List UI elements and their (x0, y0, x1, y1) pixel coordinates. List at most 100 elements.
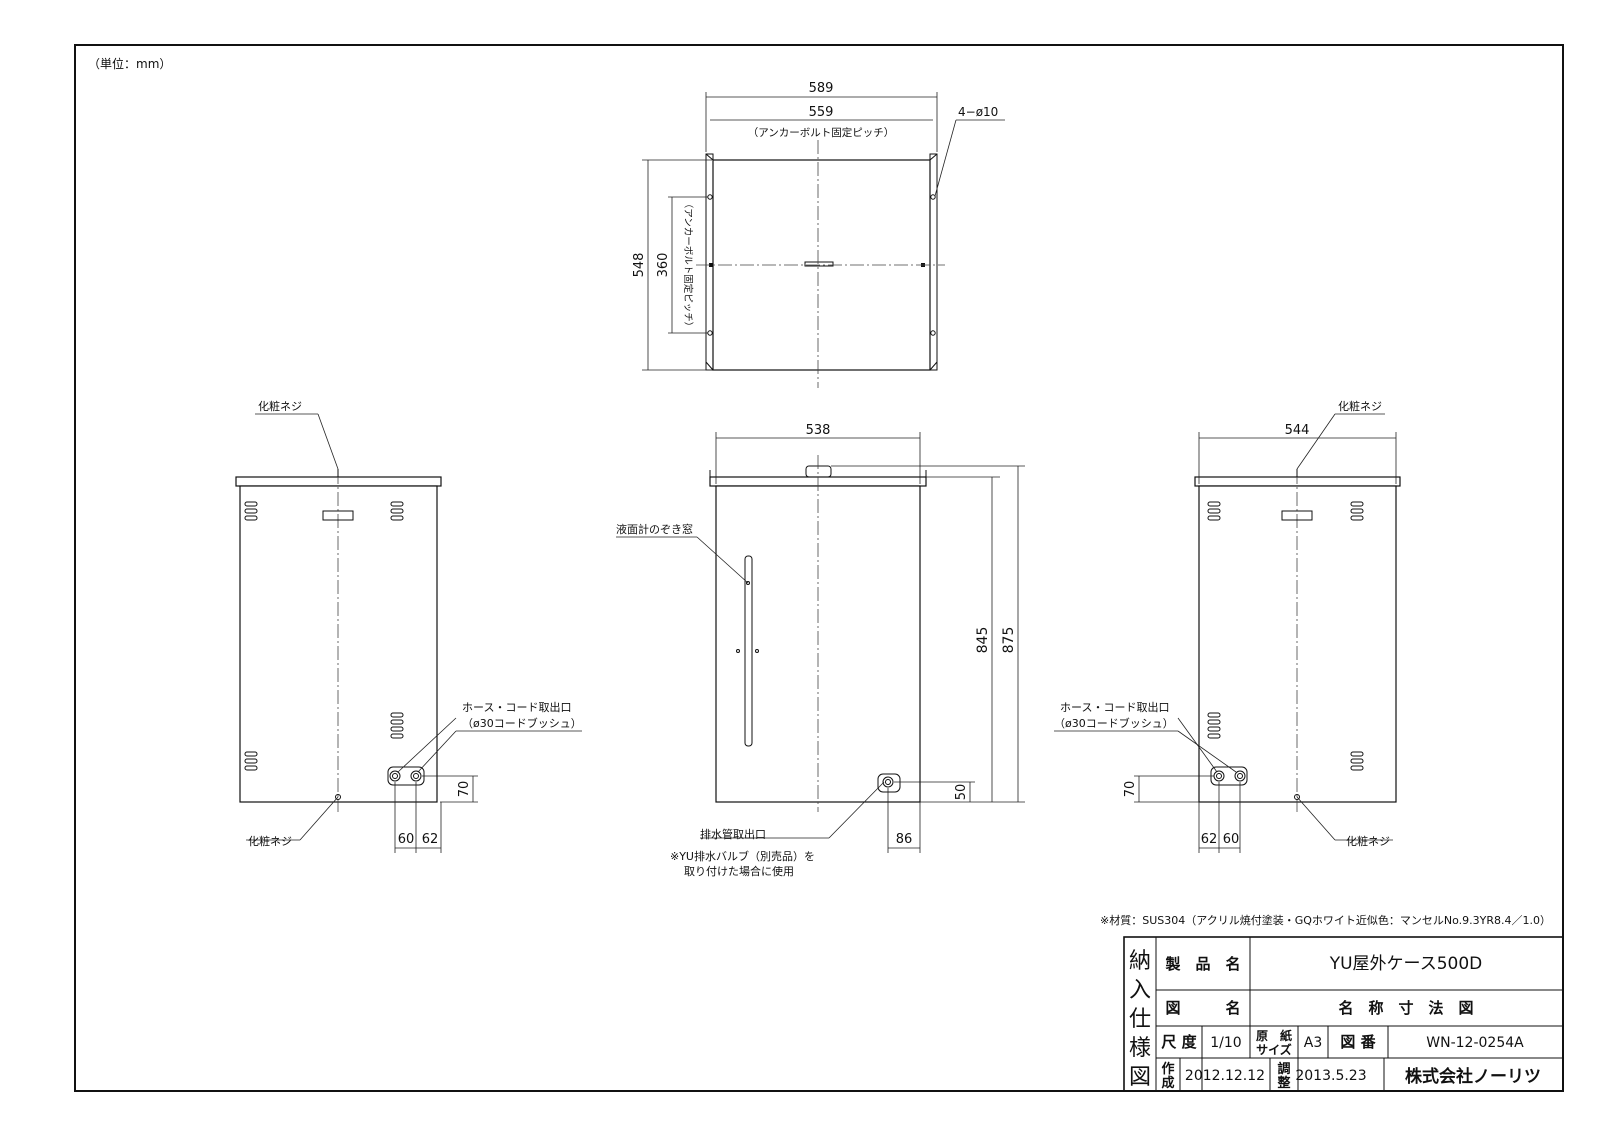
dim-538-label: 538 (806, 423, 831, 438)
drain-note-1: ※YU排水バルブ（別売品）を (670, 849, 815, 863)
right-screw-top-label: 化粧ネジ (1338, 399, 1382, 413)
title-block: 納 入 仕 様 図 製 品 名 YU屋外ケース500D 図 名 名 称 寸 法 … (1123, 936, 1564, 1092)
leader (1177, 730, 1237, 773)
title-block-frame (1123, 936, 1564, 1092)
adjusted-value: 2013.5.23 (1295, 1068, 1366, 1084)
side-char-5: 図 (1129, 1065, 1151, 1090)
right-screw-bottom-icon (1294, 794, 1300, 800)
pitch-note: （アンカーボルト固定ピッチ） (748, 126, 895, 139)
right-vents-mid-left (1207, 712, 1221, 739)
leader (828, 781, 885, 839)
right-view-body (1198, 485, 1397, 803)
drawing-value: 名 称 寸 法 図 (1338, 999, 1473, 1017)
front-view: 液面計のぞき窓 排水管取出口 ※YU排水バルブ（別売品）を 取り付けた場合に使用… (616, 423, 1025, 878)
right-dim-b: 60 (1223, 832, 1240, 847)
left-side-view: 化粧ネジ 化粧ネジ ホース・コード取出口 （ø30コードブッシュ） 70 60 … (235, 399, 582, 853)
left-outlet-sub: （ø30コードブッシュ） (462, 716, 582, 730)
right-vents-top-left (1207, 501, 1221, 521)
dim-589-label: 589 (809, 81, 834, 96)
leader (417, 730, 457, 773)
left-screw-top-label: 化粧ネジ (258, 399, 302, 413)
top-view-handle (804, 261, 834, 267)
right-outlet-label: ホース・コード取出口 (1060, 700, 1169, 714)
anchor-hole (930, 330, 936, 336)
leader (317, 413, 339, 470)
right-vents-top-right (1350, 501, 1364, 521)
leader (397, 717, 457, 773)
anchor-hole (707, 194, 713, 200)
right-dim-70: 70 (1123, 781, 1138, 798)
side-char-2: 入 (1129, 978, 1151, 1003)
top-view-right-flange (929, 153, 938, 371)
adjusted-label-1: 調 (1277, 1061, 1290, 1077)
dim-360-label: 360 (656, 253, 671, 278)
level-window-dot (755, 649, 759, 653)
number-label: 図 番 (1340, 1033, 1376, 1051)
left-vents-top-left (244, 501, 258, 521)
left-view-top-lid (235, 476, 442, 487)
dim-50-label: 50 (954, 784, 969, 801)
number-value: WN-12-0254A (1426, 1035, 1524, 1051)
right-vents-bottom-right (1350, 751, 1364, 771)
dim-544-label: 544 (1285, 423, 1310, 438)
dim-875-label: 875 (1001, 627, 1017, 654)
left-handle-slot (322, 510, 354, 521)
dim-86-label: 86 (896, 832, 913, 847)
leader (1296, 413, 1336, 470)
unit-note: （単位：mm） (88, 56, 171, 71)
dim-548-label: 548 (632, 253, 647, 278)
left-vents-mid-right (390, 712, 404, 739)
dim-559-label: 559 (809, 105, 834, 120)
left-screw-bottom-label: 化粧ネジ (248, 834, 292, 848)
anchor-hole (930, 194, 936, 200)
paper-value: A3 (1304, 1035, 1322, 1051)
product-label: 製 品 名 (1164, 955, 1240, 973)
hole-note: 4−ø10 (958, 105, 998, 119)
scale-label: 尺 度 (1161, 1033, 1197, 1051)
left-outlet-label: ホース・コード取出口 (462, 700, 571, 714)
left-view-body (239, 485, 438, 803)
left-vents-bottom-left (244, 751, 258, 771)
level-window-dot (746, 581, 750, 585)
right-outlet-sub: （ø30コードブッシュ） (1054, 716, 1174, 730)
sheet-border (74, 44, 1564, 1092)
leader (299, 796, 339, 841)
side-char-3: 仕 (1129, 1007, 1151, 1032)
dim-845-label: 845 (975, 627, 991, 654)
created-label-1: 作 (1161, 1061, 1174, 1077)
drawing-label: 図 名 (1165, 999, 1240, 1017)
leader (1296, 796, 1336, 841)
top-view-flange (705, 153, 938, 371)
level-window-dot (736, 649, 740, 653)
front-view-handle (805, 465, 832, 478)
right-view-top-lid (1194, 476, 1401, 487)
drain-label: 排水管取出口 (700, 827, 766, 841)
top-view-marker (709, 263, 713, 267)
drain-outlet (877, 773, 901, 793)
left-dim-70: 70 (457, 781, 472, 798)
side-char-1: 納 (1129, 949, 1151, 974)
depth-pitch-note: （アンカーボルト固定ピッチ） (682, 199, 694, 332)
drain-note-2: 取り付けた場合に使用 (684, 864, 794, 878)
product-value: YU屋外ケース500D (1329, 954, 1483, 974)
created-value: 2012.12.12 (1185, 1068, 1265, 1084)
left-dim-b: 62 (422, 832, 439, 847)
right-screw-bottom-label: 化粧ネジ (1346, 834, 1390, 848)
company-logo: 株式会社ノーリツ (1405, 1066, 1541, 1087)
window-label: 液面計のぞき窓 (616, 522, 693, 536)
left-dim-a: 60 (398, 832, 415, 847)
right-dim-a: 62 (1201, 832, 1218, 847)
left-vents-top-right (390, 501, 404, 521)
right-side-view: 化粧ネジ 化粧ネジ ホース・コード取出口 （ø30コードブッシュ） 544 70… (1054, 399, 1401, 853)
paper-label-2: サイズ (1256, 1042, 1292, 1057)
scale-value: 1/10 (1210, 1035, 1241, 1051)
adjusted-label-2: 整 (1276, 1075, 1291, 1091)
right-handle-slot (1281, 510, 1313, 521)
leader (696, 536, 749, 584)
anchor-hole (707, 330, 713, 336)
left-screw-bottom-icon (335, 794, 341, 800)
top-view: 589 559 （アンカーボルト固定ピッチ） 4−ø10 548 360 （アン… (632, 81, 1005, 388)
level-window (744, 555, 753, 747)
created-label-2: 成 (1161, 1075, 1174, 1091)
